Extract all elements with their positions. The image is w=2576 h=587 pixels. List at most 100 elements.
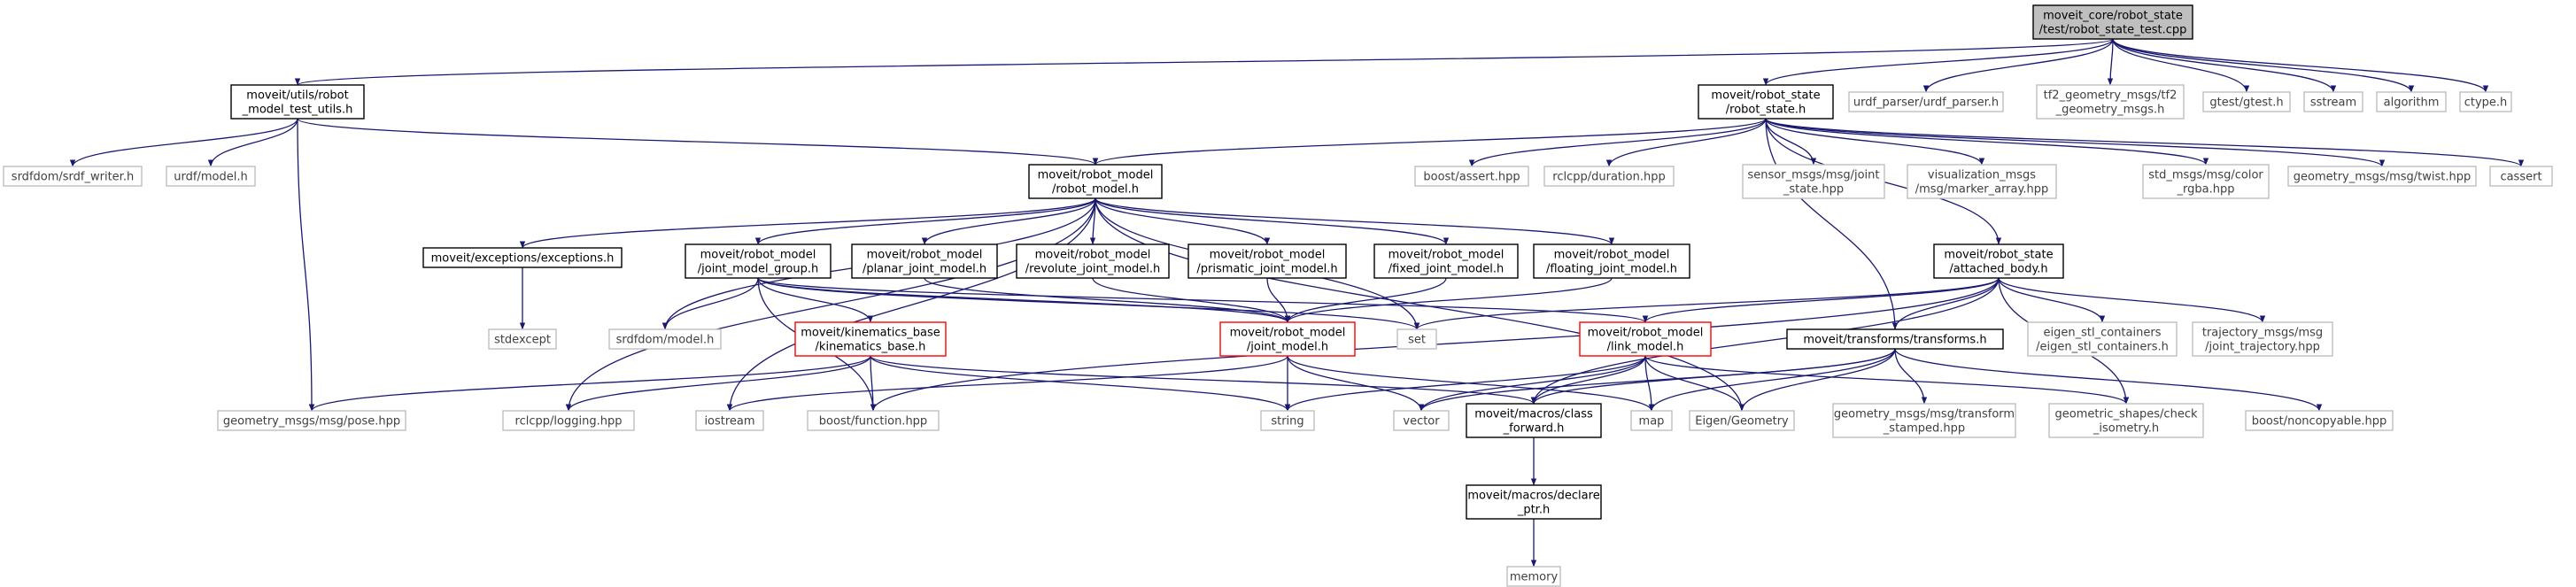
- node-box: [851, 243, 998, 279]
- node-label-line: moveit/robot_state: [1711, 89, 1820, 103]
- edge-robot_state_h-to-robot_model_h: [1093, 118, 1767, 166]
- node-label-line: _ptr.h: [1517, 504, 1550, 517]
- node-box: [2048, 403, 2204, 438]
- node-label-line: iostream: [704, 415, 754, 429]
- node-label-line: moveit/macros/class: [1474, 408, 1593, 421]
- node-label-line: /attached_body.h: [1949, 263, 2047, 276]
- node-box: [1533, 243, 1690, 279]
- node-box: [1848, 91, 2004, 112]
- node-label-line: geometry_msgs/msg/twist.hpp: [2294, 171, 2472, 184]
- edge-transforms_h-to-map: [1648, 348, 1896, 412]
- node-root[interactable]: moveit_core/robot_state/test/robot_state…: [2032, 4, 2193, 40]
- node-label-line: srdfdom/model.h: [616, 334, 715, 347]
- node-floating-joint[interactable]: moveit/robot_model/floating_joint_model.…: [1533, 243, 1690, 279]
- node-box: [1396, 328, 1437, 350]
- node-box: [2027, 321, 2178, 357]
- node-joint-model-h[interactable]: moveit/robot_model/joint_model.h: [1219, 321, 1356, 357]
- node-robot-model-h[interactable]: moveit/robot_model/robot_model.h: [1028, 164, 1163, 199]
- edge-transforms_h-to-eigen_geometry: [1738, 348, 1896, 412]
- node-noncopyable: boost/noncopyable.hpp: [2245, 410, 2394, 431]
- node-joint-model-group[interactable]: moveit/robot_model/joint_model_group.h: [685, 243, 832, 279]
- node-label-line: moveit/robot_model: [1389, 249, 1505, 262]
- node-set: set: [1396, 328, 1437, 350]
- edge-root-to-sstream: [2112, 38, 2337, 93]
- node-box: [166, 166, 256, 187]
- edge-root-to-gtest: [2112, 38, 2250, 93]
- node-box: [502, 410, 635, 431]
- edge-floating_joint-to-joint_model_h: [1284, 277, 1613, 323]
- node-box: [2459, 91, 2512, 112]
- node-box: [1219, 321, 1356, 357]
- node-class-forward[interactable]: moveit/macros/class_forward.h: [1466, 403, 1602, 438]
- node-urdf-parser: urdf_parser/urdf_parser.h: [1848, 91, 2004, 112]
- node-label-line: std_msgs/msg/color: [2148, 169, 2263, 182]
- edges-layer: [69, 38, 2524, 568]
- node-label-line: moveit_core/robot_state: [2043, 10, 2183, 23]
- node-label-line: eigen_stl_containers: [2044, 327, 2162, 340]
- node-label-line: /floating_joint_model.h: [1546, 263, 1677, 276]
- node-tf2-geometry: tf2_geometry_msgs/tf2_geometry_msgs.h: [2036, 84, 2185, 120]
- node-map: map: [1630, 410, 1673, 431]
- edge-joint_model_group-to-srdf_model: [661, 277, 759, 330]
- node-label-line: /robot_model.h: [1052, 183, 1139, 197]
- node-label-line: moveit/robot_model: [1554, 249, 1670, 262]
- node-sstream: sstream: [2303, 91, 2363, 112]
- node-box: [1187, 243, 1347, 279]
- edge-planar_joint-to-joint_model_h: [924, 277, 1291, 323]
- node-exceptions[interactable]: moveit/exceptions/exceptions.h: [422, 247, 623, 268]
- edge-transforms_h-to-transform_stamped: [1894, 348, 1928, 405]
- node-urdf-model: urdf/model.h: [166, 166, 256, 187]
- edge-link_model_h-to-vector: [1418, 355, 1646, 412]
- node-visualization-msgs: visualization_msgs/msg/marker_array.hpp: [1907, 164, 2057, 199]
- edge-transforms_h-to-noncopyable: [1894, 348, 2323, 412]
- edge-kinematics_base-to-string: [870, 355, 1291, 412]
- node-revolute-joint[interactable]: moveit/robot_model/revolute_joint_model.…: [1016, 243, 1170, 279]
- node-robot-model-test-utils[interactable]: moveit/utils/robot_model_test_utils.h: [230, 84, 365, 120]
- node-planar-joint[interactable]: moveit/robot_model/planar_joint_model.h: [851, 243, 998, 279]
- edge-robot_model_h-to-floating_joint: [1095, 197, 1615, 245]
- node-box: [1466, 403, 1602, 438]
- edge-robot_state_h-to-visualization_msgs: [1765, 118, 1985, 166]
- node-declare-ptr[interactable]: moveit/macros/declare_ptr.h: [1466, 484, 1602, 520]
- node-box: [1543, 166, 1675, 187]
- node-kinematics-base[interactable]: moveit/kinematics_base/kinematics_base.h: [794, 321, 947, 357]
- node-algorithm: algorithm: [2376, 91, 2447, 112]
- edge-fixed_joint-to-joint_model_h: [1284, 277, 1447, 323]
- node-label-line: /link_model.h: [1607, 341, 1684, 354]
- node-box: [695, 410, 764, 431]
- node-label-line: _state.hpp: [1783, 183, 1844, 197]
- node-label-line: /joint_model_group.h: [698, 263, 819, 276]
- node-box: [1630, 410, 1673, 431]
- node-box: [2489, 166, 2553, 187]
- node-label-line: geometric_shapes/check: [2054, 408, 2197, 421]
- node-box: [1933, 243, 2064, 279]
- node-label-line: string: [1271, 415, 1303, 429]
- node-sensor-msgs: sensor_msgs/msg/joint_state.hpp: [1742, 164, 1885, 199]
- edge-robot_model_h-to-rclcpp_logging: [565, 197, 1096, 412]
- node-label-line: Eigen/Geometry: [1695, 415, 1789, 429]
- edge-joint_model_h-to-vector: [1287, 355, 1425, 412]
- node-label-line: /msg/marker_array.hpp: [1915, 183, 2048, 197]
- node-eigen-stl: eigen_stl_containers/eigen_stl_container…: [2027, 321, 2178, 357]
- edge-root-to-tf2_geometry: [2107, 38, 2114, 86]
- node-box: [1689, 410, 1795, 431]
- node-label-line: moveit/robot_state: [1944, 249, 2053, 262]
- node-label-line: boost/function.hpp: [819, 415, 927, 429]
- edge-joint_model_group-to-kinematics_base: [757, 277, 874, 323]
- node-box: [1414, 166, 1529, 187]
- node-prismatic-joint[interactable]: moveit/robot_model/prismatic_joint_model…: [1187, 243, 1347, 279]
- node-robot-state-h[interactable]: moveit/robot_state/robot_state.h: [1698, 84, 1834, 120]
- node-box: [794, 321, 947, 357]
- node-transforms-h[interactable]: moveit/transforms/transforms.h: [1786, 328, 2004, 350]
- node-fixed-joint[interactable]: moveit/robot_model/fixed_joint_model.h: [1373, 243, 1519, 279]
- node-label-line: _stamped.hpp: [1883, 422, 1965, 436]
- node-link-model-h[interactable]: moveit/robot_model/link_model.h: [1579, 321, 1712, 357]
- node-attached-body[interactable]: moveit/robot_state/attached_body.h: [1933, 243, 2064, 279]
- node-box: [422, 247, 623, 268]
- edge-kinematics_base-to-class_forward: [870, 355, 1536, 405]
- edge-robot_state_h-to-rclcpp_duration: [1605, 118, 1767, 167]
- node-std-msgs: std_msgs/msg/color_rgba.hpp: [2142, 164, 2270, 199]
- node-box: [488, 328, 557, 350]
- node-ctype: ctype.h: [2459, 91, 2512, 112]
- edge-robot_state_h-to-std_msgs: [1765, 118, 2209, 166]
